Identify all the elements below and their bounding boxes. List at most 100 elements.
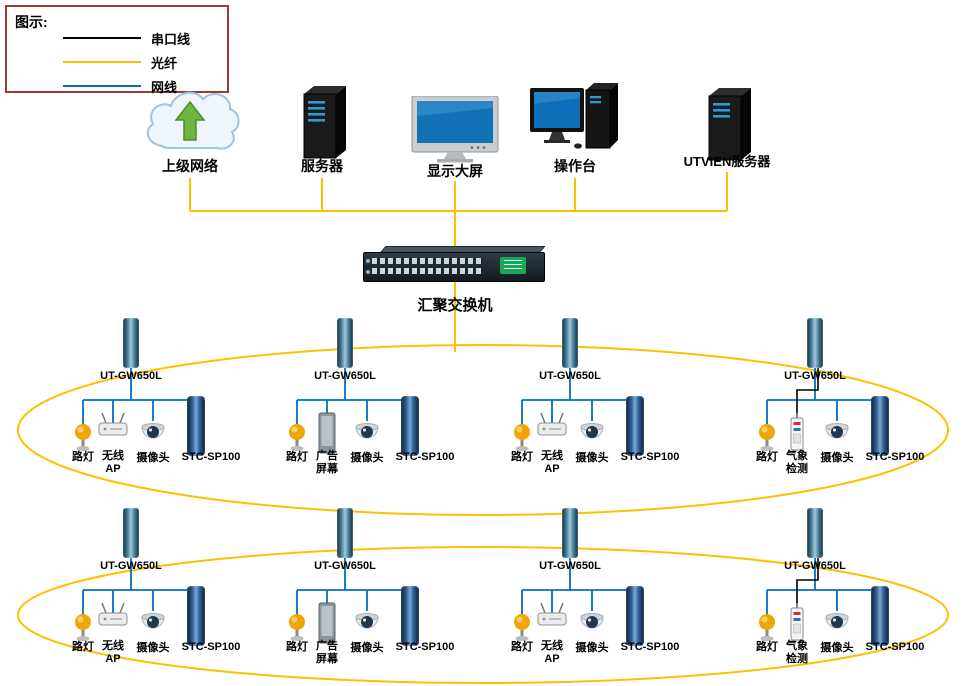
cluster-7-lamp-icon (754, 613, 780, 643)
cluster-3-lamp-icon (754, 423, 780, 453)
cluster-5-lamp-icon (284, 613, 310, 643)
cluster-1-stc-label: STC-SP100 (395, 451, 455, 463)
legend-row-serial: 串口线 (63, 29, 190, 47)
cluster-3-stc-icon (871, 396, 889, 456)
cluster-7-stc-label: STC-SP100 (865, 641, 925, 653)
cluster-5-screen-label: 广告 屏幕 (316, 640, 338, 665)
cluster-5-gateway-icon (337, 508, 353, 558)
legend-line-sample (63, 37, 141, 39)
legend-label-fiber: 光纤 (151, 55, 178, 71)
cluster-2-stc-icon (626, 396, 644, 456)
legend-line-sample (63, 61, 141, 63)
cluster-7-camera-label: 摄像头 (820, 642, 854, 654)
cluster-4-gateway-icon (123, 508, 139, 558)
cluster-3-weather-icon (787, 412, 807, 452)
cluster-0-lamp-label: 路灯 (72, 451, 94, 463)
cluster-5-stc-label: STC-SP100 (395, 641, 455, 653)
server-tower-icon (701, 86, 753, 167)
cluster-0-gateway-label: UT-GW650L (100, 370, 162, 382)
cluster-0-stc-label: STC-SP100 (181, 451, 241, 463)
cluster-0-gateway-icon (123, 318, 139, 368)
label-operator-console: 操作台 (554, 158, 596, 174)
cluster-2-stc-label: STC-SP100 (620, 451, 680, 463)
cluster-4-stc-label: STC-SP100 (181, 641, 241, 653)
legend-row-ethernet: 网线 (63, 77, 177, 95)
cluster-2-gateway-label: UT-GW650L (539, 370, 601, 382)
cluster-1-stc-icon (401, 396, 419, 456)
label-server: 服务器 (301, 158, 343, 174)
cluster-2-lamp-icon (509, 423, 535, 453)
label-upstream-network: 上级网络 (162, 158, 218, 174)
cluster-2-ap-label: 无线 AP (541, 450, 563, 475)
cluster-6-stc-label: STC-SP100 (620, 641, 680, 653)
cluster-3-camera-icon (821, 420, 853, 444)
cluster-7-gateway-icon (807, 508, 823, 558)
cluster-4-stc-icon (187, 586, 205, 646)
cluster-3-stc-label: STC-SP100 (865, 451, 925, 463)
cluster-7-lamp-label: 路灯 (756, 641, 778, 653)
cluster-0-camera-icon (137, 420, 169, 444)
cluster-1-lamp-icon (284, 423, 310, 453)
cluster-6-camera-label: 摄像头 (575, 642, 609, 654)
cluster-6-ap-icon (535, 602, 569, 628)
legend-title: 图示: (15, 14, 48, 30)
label-aggregation-switch: 汇聚交换机 (417, 297, 493, 314)
cluster-1-screen-label: 广告 屏幕 (316, 450, 338, 475)
cluster-0-camera-label: 摄像头 (136, 452, 170, 464)
cluster-6-lamp-label: 路灯 (511, 641, 533, 653)
cluster-7-camera-icon (821, 610, 853, 634)
cluster-0-stc-icon (187, 396, 205, 456)
legend-box: 图示: 串口线 光纤 网线 (5, 5, 229, 95)
legend-label-ethernet: 网线 (151, 79, 178, 95)
cluster-6-ap-label: 无线 AP (541, 640, 563, 665)
cluster-5-camera-label: 摄像头 (350, 642, 384, 654)
cluster-6-lamp-icon (509, 613, 535, 643)
cluster-7-weather-icon (787, 602, 807, 642)
cluster-1-screen-icon (317, 412, 337, 454)
monitor-icon (410, 95, 500, 169)
cluster-1-lamp-label: 路灯 (286, 451, 308, 463)
legend-row-fiber: 光纤 (63, 53, 177, 71)
switch-led (366, 270, 370, 274)
cluster-0-ap-label: 无线 AP (102, 450, 124, 475)
cluster-4-gateway-label: UT-GW650L (100, 560, 162, 572)
cluster-4-lamp-icon (70, 613, 96, 643)
cluster-1-gateway-icon (337, 318, 353, 368)
cluster-0-lamp-icon (70, 423, 96, 453)
cluster-5-gateway-label: UT-GW650L (314, 560, 376, 572)
label-utvien-server: UTVIEN服务器 (683, 154, 771, 169)
cluster-4-ap-label: 无线 AP (102, 640, 124, 665)
cluster-6-stc-icon (626, 586, 644, 646)
workstation-icon (528, 82, 622, 165)
cluster-0-ap-icon (96, 412, 130, 438)
switch-led (366, 259, 370, 263)
switch-green-label (500, 257, 526, 274)
cluster-2-gateway-icon (562, 318, 578, 368)
cluster-3-lamp-label: 路灯 (756, 451, 778, 463)
server-tower-icon (296, 84, 348, 165)
cluster-5-screen-icon (317, 602, 337, 644)
cluster-1-gateway-label: UT-GW650L (314, 370, 376, 382)
cluster-4-camera-label: 摄像头 (136, 642, 170, 654)
switch-ports-row (372, 258, 484, 264)
cluster-2-camera-icon (576, 420, 608, 444)
cluster-2-lamp-label: 路灯 (511, 451, 533, 463)
cluster-3-gateway-icon (807, 318, 823, 368)
cluster-1-camera-icon (351, 420, 383, 444)
cluster-5-lamp-label: 路灯 (286, 641, 308, 653)
cluster-5-camera-icon (351, 610, 383, 634)
cluster-3-camera-label: 摄像头 (820, 452, 854, 464)
switch-ports-row (372, 268, 484, 274)
cloud-upload-icon (140, 86, 240, 163)
cluster-2-camera-label: 摄像头 (575, 452, 609, 464)
cluster-1-camera-label: 摄像头 (350, 452, 384, 464)
cluster-7-gateway-label: UT-GW650L (784, 560, 846, 572)
cluster-3-weather-label: 气象 检测 (786, 450, 808, 475)
cluster-4-ap-icon (96, 602, 130, 628)
cluster-3-gateway-label: UT-GW650L (784, 370, 846, 382)
cluster-4-camera-icon (137, 610, 169, 634)
label-big-display: 显示大屏 (427, 163, 483, 179)
cluster-5-stc-icon (401, 586, 419, 646)
cluster-4-lamp-label: 路灯 (72, 641, 94, 653)
